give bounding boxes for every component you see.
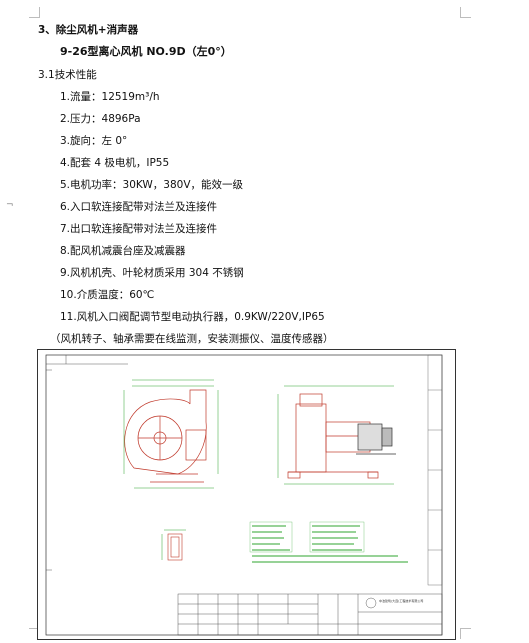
subsection-heading: 3.1技术性能: [38, 69, 97, 81]
page-corner-mark: [460, 628, 471, 639]
page-corner-mark: [460, 7, 471, 18]
monitoring-note: （风机转子、轴承需要在线监测，安装测振仪、温度传感器）: [50, 333, 334, 345]
spec-item: 10.介质温度：60℃: [60, 289, 155, 301]
spec-item: 1.流量：12519m³/h: [60, 91, 160, 103]
spec-item: 7.出口软连接配带对法兰及连接件: [60, 223, 218, 235]
spec-item: 8.配风机减震台座及减震器: [60, 245, 186, 257]
spec-item: 2.压力：4896Pa: [60, 113, 141, 125]
spec-item: 4.配套 4 极电机，IP55: [60, 157, 170, 169]
engineering-drawing: 中冶建筑(大连)工程技术有限公司: [37, 349, 456, 640]
spec-item: 9.风机机壳、叶轮材质采用 304 不锈钢: [60, 267, 244, 279]
spec-item: 11.风机入口阀配调节型电动执行器，0.9KW/220V,IP65: [60, 311, 325, 323]
fan-model-title: 9-26型离心风机 NO.9D（左0°）: [60, 45, 232, 58]
section-heading: 3、除尘风机+消声器: [38, 24, 139, 36]
page-corner-mark: [29, 7, 40, 18]
spec-item: 6.入口软连接配带对法兰及连接件: [60, 201, 218, 213]
margin-mark: ¬: [6, 200, 14, 210]
spec-item: 3.旋向：左 0°: [60, 135, 128, 147]
fan-drawing-graphic: 中冶建筑(大连)工程技术有限公司: [45, 354, 443, 636]
company-name: 中冶建筑(大连)工程技术有限公司: [379, 598, 423, 603]
spec-item: 5.电机功率：30KW，380V，能效一级: [60, 179, 243, 191]
